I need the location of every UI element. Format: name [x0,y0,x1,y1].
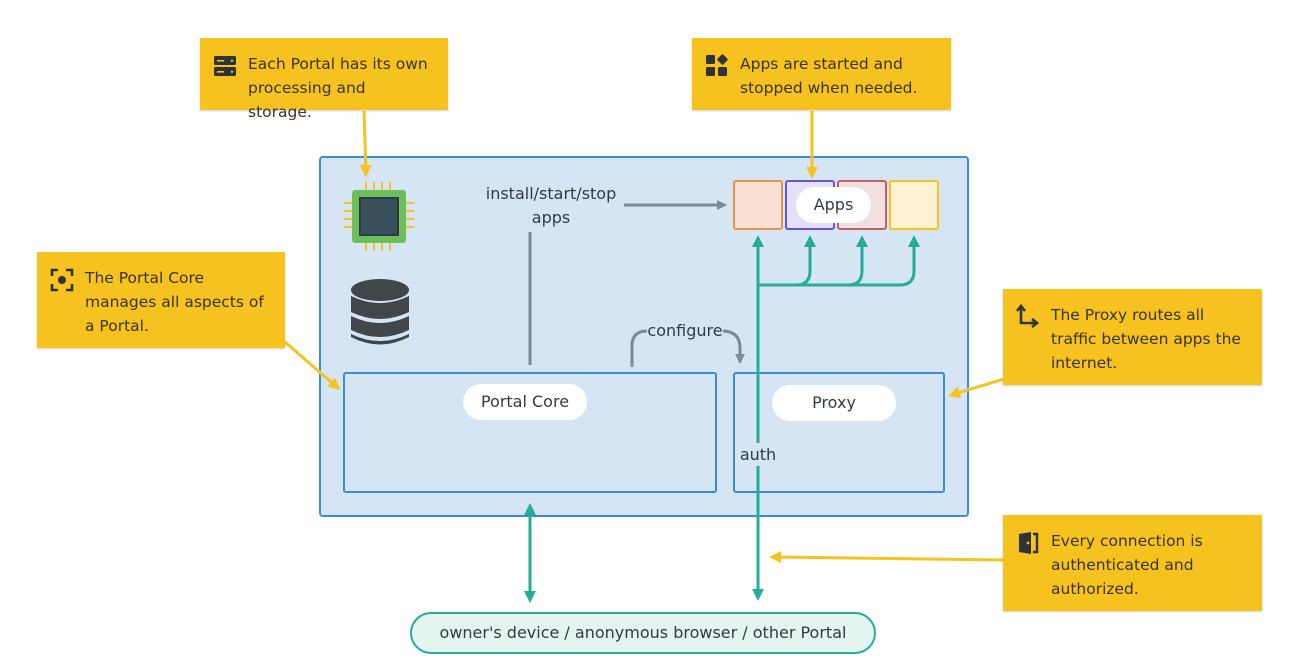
auth-label: auth [739,444,777,466]
callout-pointers [284,110,1005,564]
callout-portal-text: Each Portal has its own processing and s… [248,55,428,121]
server-icon [214,56,236,76]
database-icon [351,279,409,345]
cpu-chip-icon [344,182,414,251]
install-label: install/start/stop apps [478,182,624,230]
route-icon [1015,304,1040,329]
app-tile-4 [889,180,939,230]
callout-apps: Apps are started and stopped when needed… [692,38,951,110]
portal-core-box [343,372,717,493]
clients-pill: owner's device / anonymous browser / oth… [410,612,876,654]
app-tile-1 [733,180,783,230]
callout-core-text: The Portal Core manages all aspects of a… [85,269,264,335]
callout-apps-text: Apps are started and stopped when needed… [740,55,918,97]
callout-auth-text: Every connection is authenticated and au… [1051,532,1203,598]
apps-label: Apps [796,187,871,223]
callout-proxy-text: The Proxy routes all traffic between app… [1051,306,1241,372]
proxy-label: Proxy [772,385,896,421]
focus-icon [50,268,74,292]
configure-label: configure [647,320,723,342]
door-icon [1019,532,1039,554]
callout-portal: Each Portal has its own processing and s… [200,38,448,121]
proxy-routes [752,235,920,443]
callout-auth: Every connection is authenticated and au… [1003,515,1262,611]
portal-core-label: Portal Core [463,384,587,420]
callout-proxy: The Proxy routes all traffic between app… [1003,289,1262,385]
apps-icon [706,54,728,76]
configure-arrow [630,329,740,367]
callout-core: The Portal Core manages all aspects of a… [37,252,285,348]
